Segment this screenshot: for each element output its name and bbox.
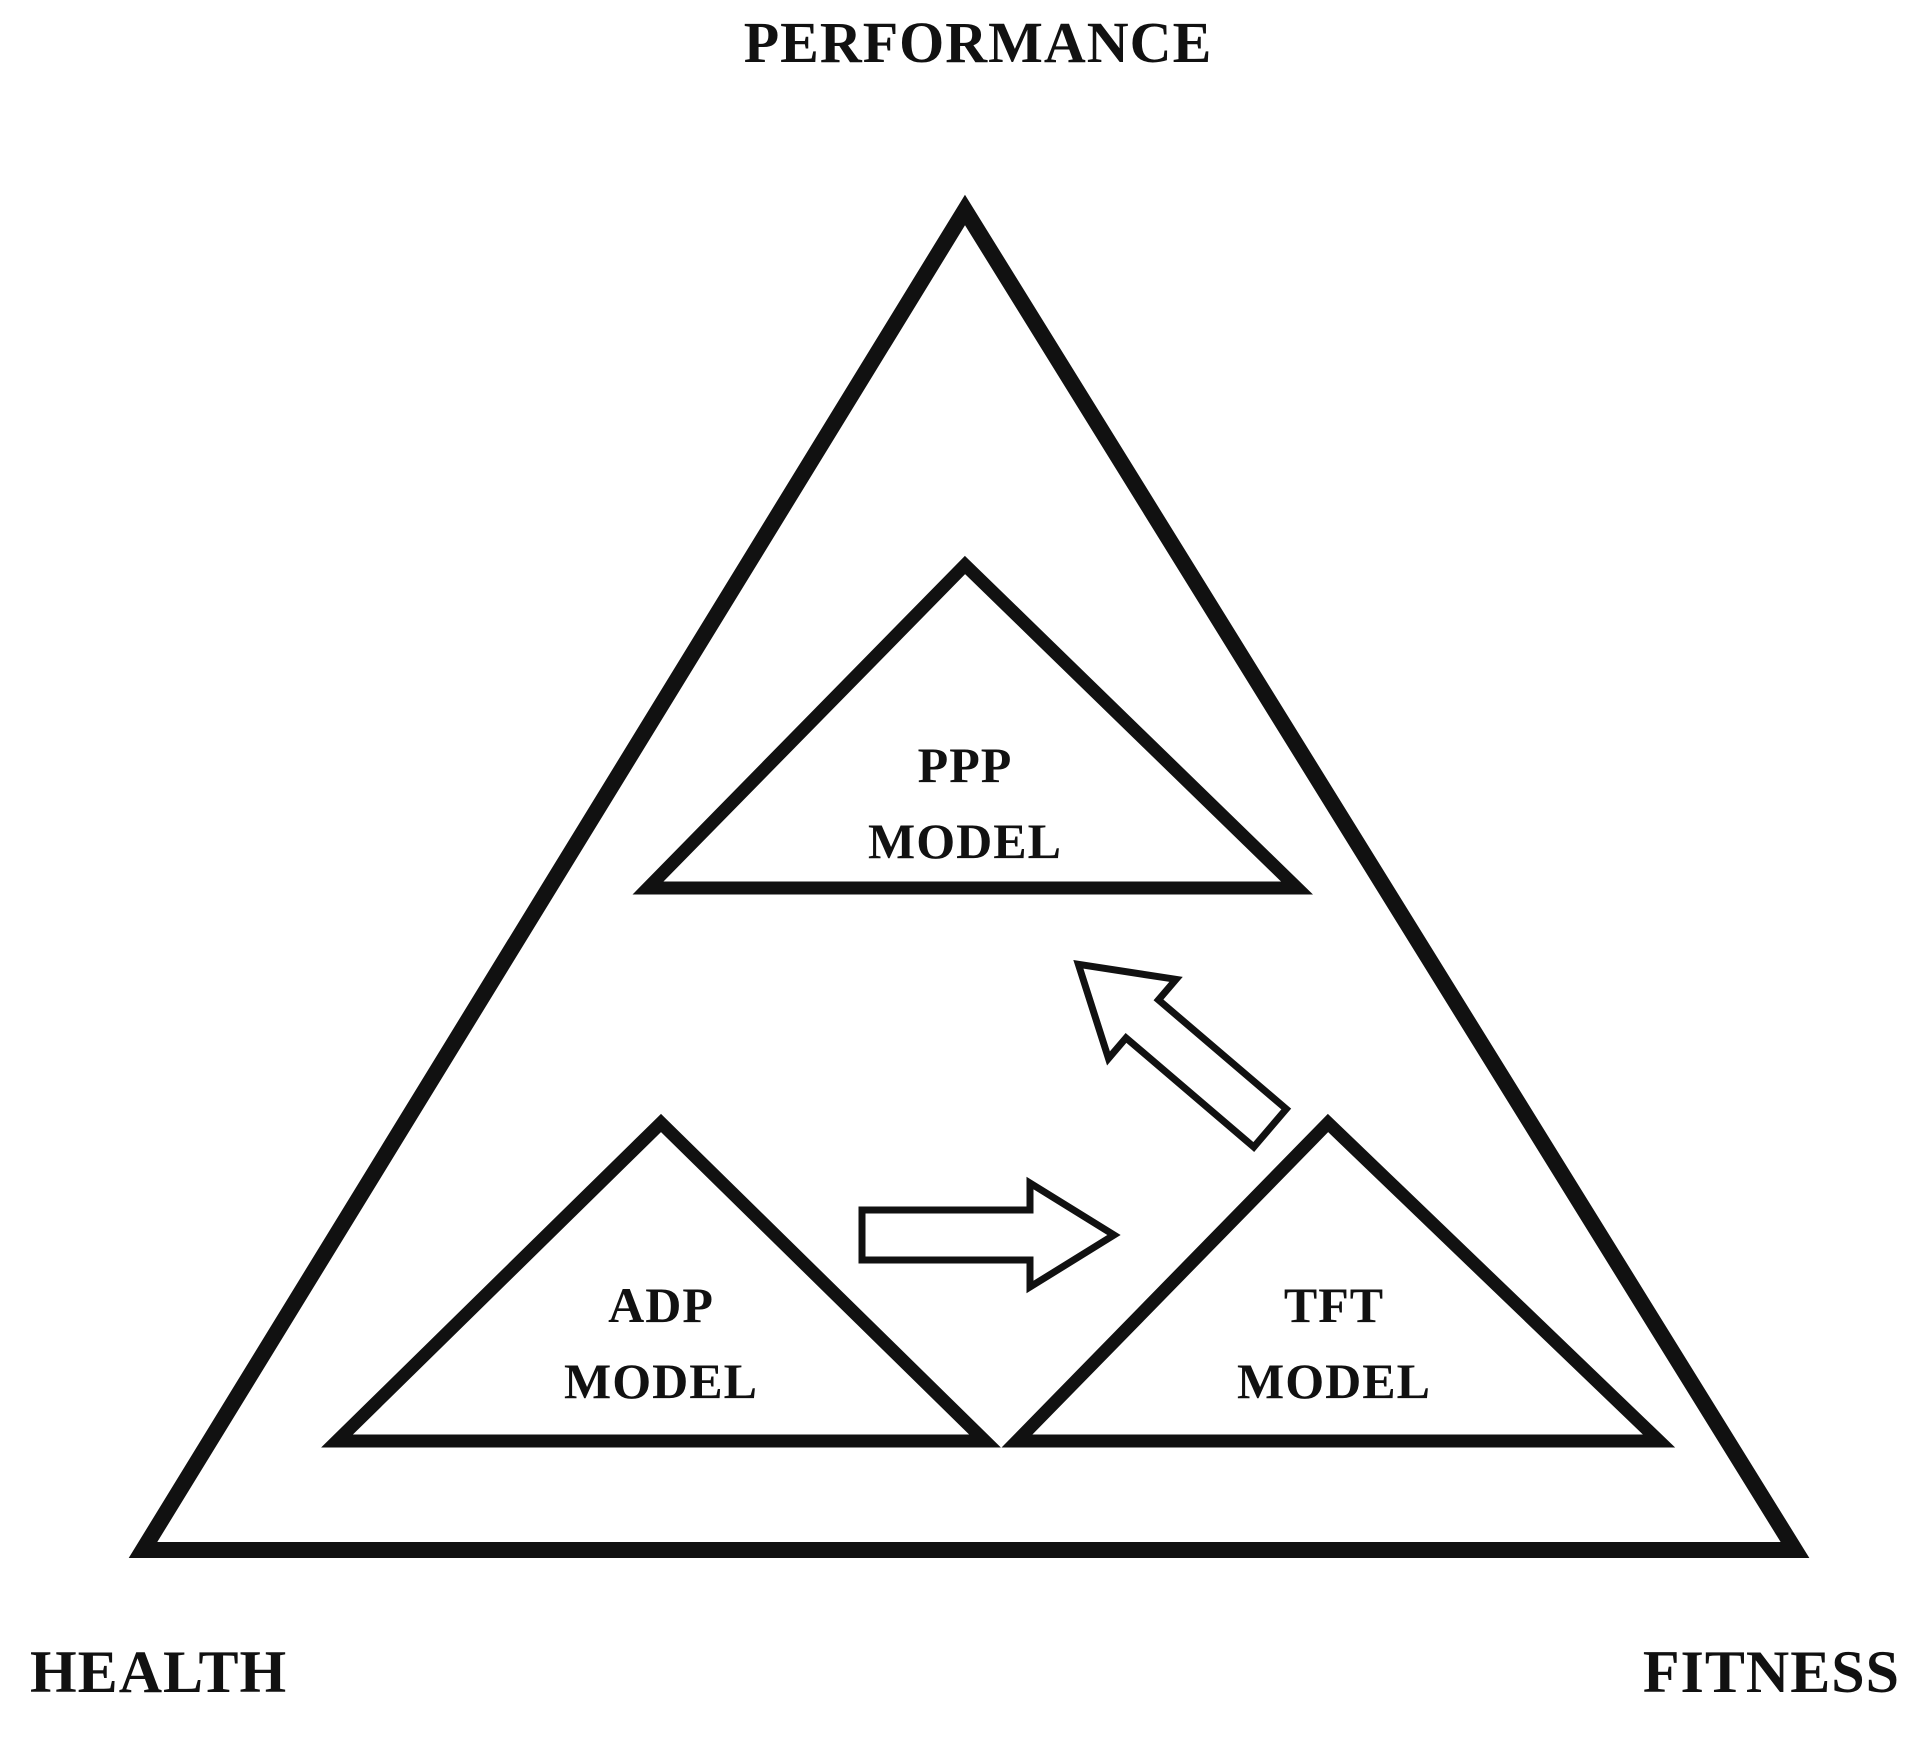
tft-triangle bbox=[1001, 1113, 1676, 1448]
adp-label-line2: MODEL bbox=[564, 1353, 758, 1409]
arrow-up-left-icon bbox=[1073, 960, 1292, 1152]
outer-triangle bbox=[128, 194, 1810, 1558]
ppp-label-line2: MODEL bbox=[868, 813, 1062, 869]
fitness-label: FITNESS bbox=[1643, 1639, 1900, 1705]
adp-label-line1: ADP bbox=[608, 1277, 714, 1333]
tft-label-line2: MODEL bbox=[1237, 1353, 1431, 1409]
adp-triangle bbox=[321, 1113, 1001, 1448]
arrow-right-icon bbox=[858, 1176, 1121, 1294]
health-label: HEALTH bbox=[30, 1639, 287, 1705]
ppp-triangle bbox=[632, 555, 1314, 895]
performance-label: PERFORMANCE bbox=[744, 10, 1213, 75]
ppp-label-line1: PPP bbox=[918, 737, 1013, 793]
tft-label-line1: TFT bbox=[1284, 1277, 1384, 1333]
